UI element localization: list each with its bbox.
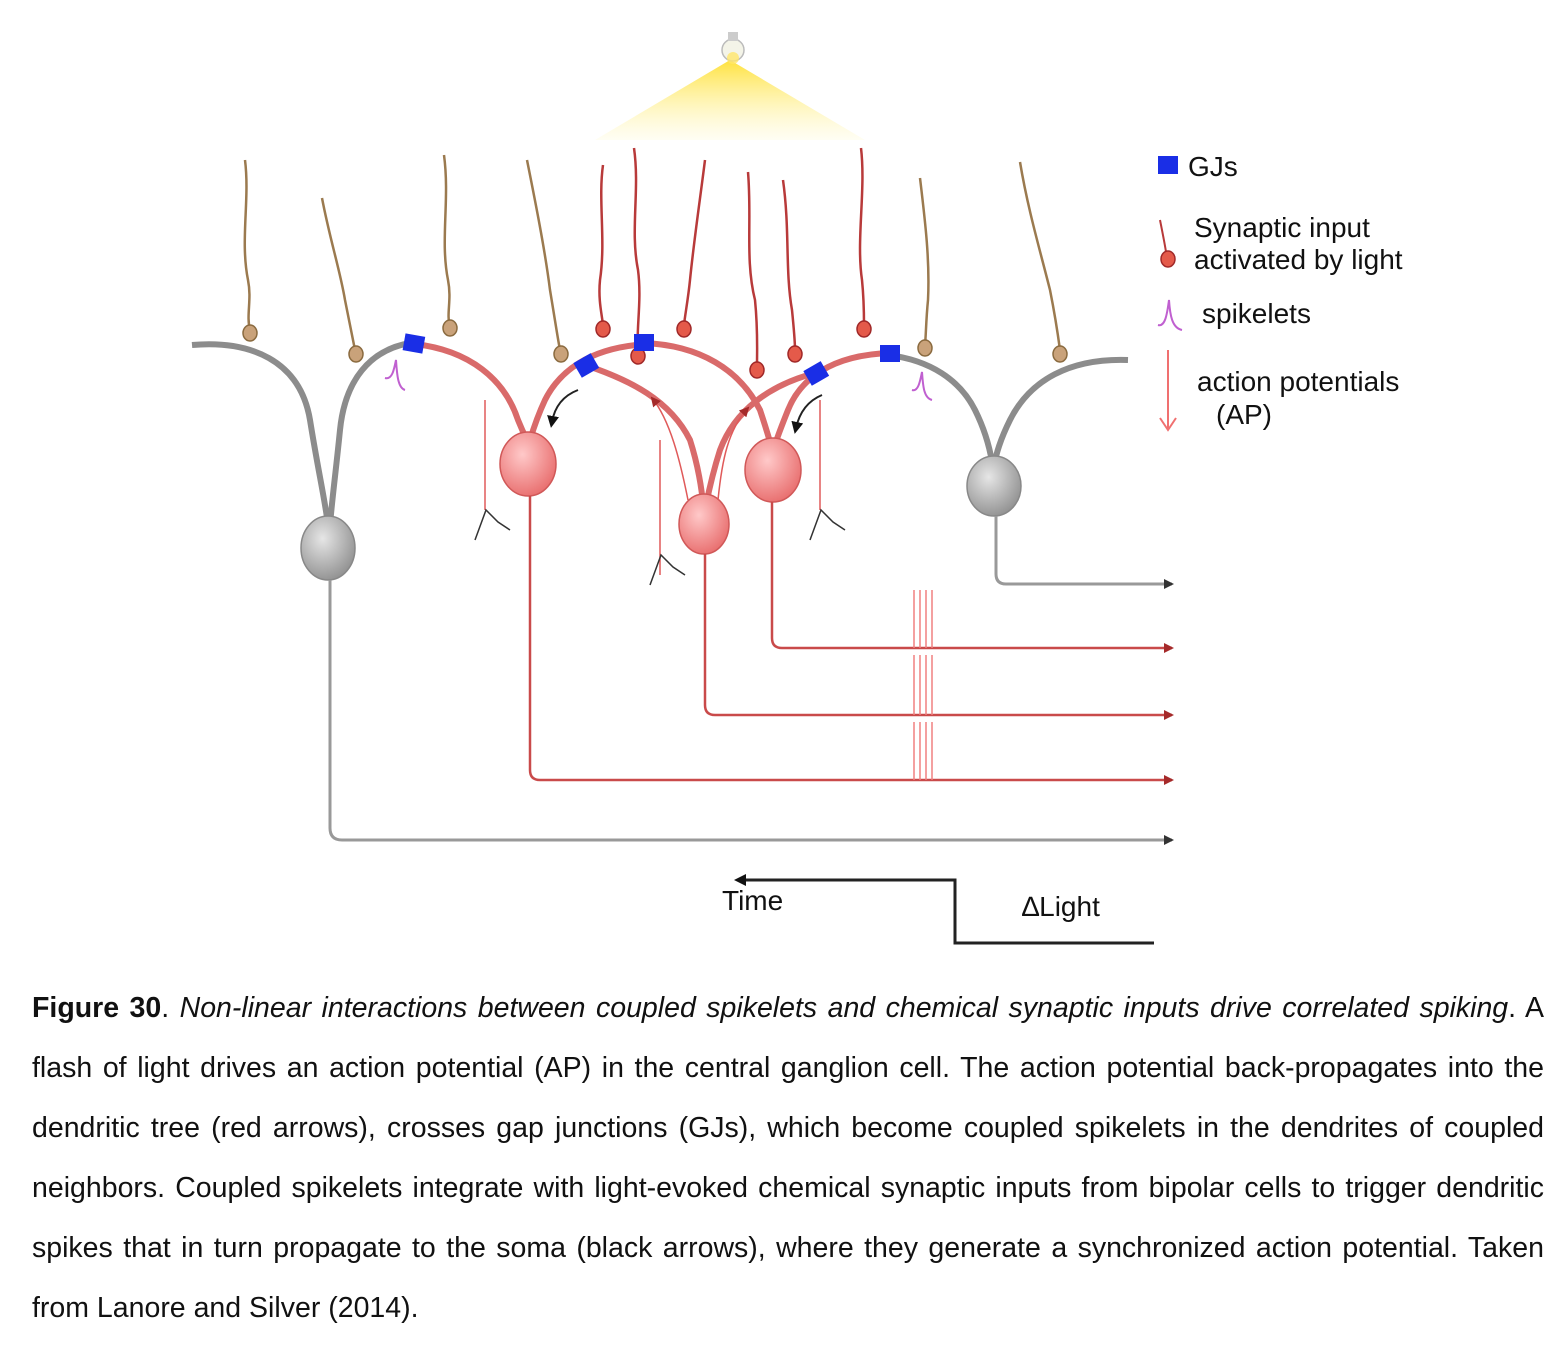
gap-junction xyxy=(880,345,900,362)
bipolar-red-6 xyxy=(858,147,866,326)
bipolar-red-4 xyxy=(746,171,759,366)
caption-figure-label: Figure 30 xyxy=(32,992,162,1024)
figure-caption: Figure 30. Non-linear interactions betwe… xyxy=(32,992,1544,1324)
action-potential-traces xyxy=(484,400,821,575)
central-red-soma xyxy=(678,493,730,555)
light-source xyxy=(595,32,865,140)
synaptic-input-legend-icon xyxy=(1159,219,1167,253)
gap-junctions xyxy=(402,333,900,386)
bipolar-red-2 xyxy=(632,147,641,351)
bipolar-brown-3 xyxy=(442,154,452,326)
bipolar-red-5 xyxy=(781,179,797,351)
bipolar-brown-6 xyxy=(1018,161,1062,351)
legend-spikelets-label: spikelets xyxy=(1202,298,1311,329)
gj-legend-icon xyxy=(1158,156,1178,174)
left-gray-soma xyxy=(300,515,356,581)
spikelet-icon xyxy=(384,359,406,391)
time-label: Time xyxy=(722,885,783,916)
bipolar-terminals xyxy=(242,319,1068,379)
right-gray-axon xyxy=(994,516,1174,589)
left-red-soma xyxy=(499,431,557,497)
dendritic-spike-arrows xyxy=(547,389,823,434)
bipolar-brown-1 xyxy=(243,159,252,331)
left-gray-axon xyxy=(328,580,1174,845)
backpropagation-arrows xyxy=(650,396,750,501)
legend-ap-line2: (AP) xyxy=(1216,399,1272,430)
left-gray-ganglion-cell xyxy=(191,340,1174,845)
gap-junction xyxy=(803,361,830,386)
bipolar-brown-2 xyxy=(320,197,357,351)
spikelets xyxy=(384,359,933,401)
ap-waveforms xyxy=(474,508,846,586)
synchronized-spikes xyxy=(913,590,933,780)
caption-title: Non-linear interactions between coupled … xyxy=(179,992,1509,1024)
light-step-trace xyxy=(734,874,1154,945)
light-label: ∆Light xyxy=(1022,891,1100,922)
spikelet-icon xyxy=(911,371,933,401)
central-red-ganglion-cell xyxy=(584,362,1174,720)
bipolar-brown-4 xyxy=(525,159,562,351)
bipolar-red-3 xyxy=(682,159,707,326)
central-red-axon xyxy=(703,554,1174,720)
legend-synaptic-line2: activated by light xyxy=(1194,244,1403,275)
bipolar-cells xyxy=(243,147,1062,366)
left-red-axon xyxy=(528,496,1174,785)
left-red-ganglion-cell xyxy=(413,341,1174,785)
legend: GJs Synaptic input activated by light sp… xyxy=(1157,151,1403,432)
neuron-diagram: GJs Synaptic input activated by light sp… xyxy=(191,32,1403,945)
right-red-soma xyxy=(744,437,802,503)
gap-junction xyxy=(402,333,426,354)
bipolar-brown-5 xyxy=(918,177,930,346)
legend-gj-label: GJs xyxy=(1188,151,1238,182)
gap-junction xyxy=(573,353,600,378)
stimulus-trace: Time ∆Light xyxy=(722,874,1154,945)
right-red-ganglion-cell xyxy=(642,340,1174,653)
legend-ap-line1: action potentials xyxy=(1197,366,1399,397)
right-gray-ganglion-cell xyxy=(887,352,1174,589)
ap-legend-icon xyxy=(1159,350,1177,432)
caption-body: . A flash of light drives an action pote… xyxy=(32,992,1544,1324)
gap-junction xyxy=(634,334,654,351)
legend-synaptic-line1: Synaptic input xyxy=(1194,212,1370,243)
right-gray-soma xyxy=(966,455,1022,517)
spikelet-legend-icon xyxy=(1157,299,1183,331)
right-red-axon xyxy=(770,502,1174,653)
bipolar-red-1 xyxy=(598,164,605,326)
